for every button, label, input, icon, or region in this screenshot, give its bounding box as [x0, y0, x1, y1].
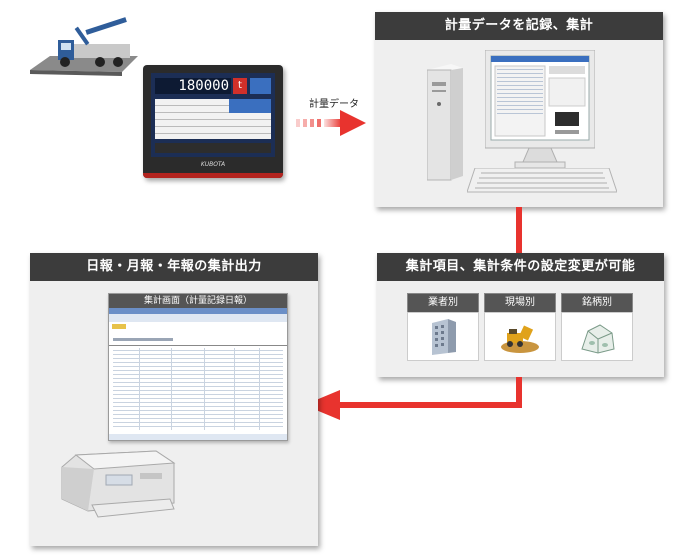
category-card-brand: [561, 312, 633, 361]
printer-image: [58, 445, 178, 523]
flow-label: 計量データ: [309, 99, 359, 110]
panel-record: 計量データを記録、集計: [375, 12, 663, 207]
report-screen: 集計画面（計量記録日報）: [108, 293, 288, 441]
flow-arrowhead-left: [304, 390, 340, 420]
panel-report-title: 日報・月報・年報の集計出力: [30, 253, 318, 281]
panel-settings: 集計項目、集計条件の設定変更が可能 業者別 現場別: [377, 253, 664, 377]
indicator-brand-logo: KUBOTA: [200, 161, 226, 168]
keyboard-image: [466, 167, 618, 194]
flow-connector-down: [516, 377, 522, 408]
category-label-site: 現場別: [484, 293, 556, 313]
pc-tower-image: [426, 64, 463, 182]
category-card-site: [484, 312, 556, 361]
indicator-side-button: [250, 78, 271, 94]
indicator-unit-badge: t: [233, 78, 247, 94]
flow-connector-vertical: [516, 207, 522, 253]
truck-scale-image: [30, 12, 140, 82]
weighing-indicator-image: 180000 t KUBOTA: [143, 65, 283, 178]
construction-site-icon: [499, 319, 541, 359]
panel-record-title: 計量データを記録、集計: [375, 12, 663, 40]
report-sheet-grid: [109, 348, 287, 432]
office-building-icon: [428, 319, 458, 359]
category-label-brand: 銘柄別: [561, 293, 633, 313]
indicator-weight-readout: 180000: [155, 78, 231, 94]
pc-monitor-image: [484, 49, 596, 170]
panel-settings-title: 集計項目、集計条件の設定変更が可能: [377, 253, 664, 281]
data-flow-arrow: [296, 110, 366, 136]
category-card-vendor: [407, 312, 479, 361]
panel-report: 日報・月報・年報の集計出力 集計画面（計量記録日報）: [30, 253, 318, 546]
category-label-vendor: 業者別: [407, 293, 479, 313]
report-screen-caption: 集計画面（計量記録日報）: [109, 294, 287, 308]
flow-connector-horizontal: [338, 402, 522, 408]
material-brand-icon: [578, 319, 616, 359]
